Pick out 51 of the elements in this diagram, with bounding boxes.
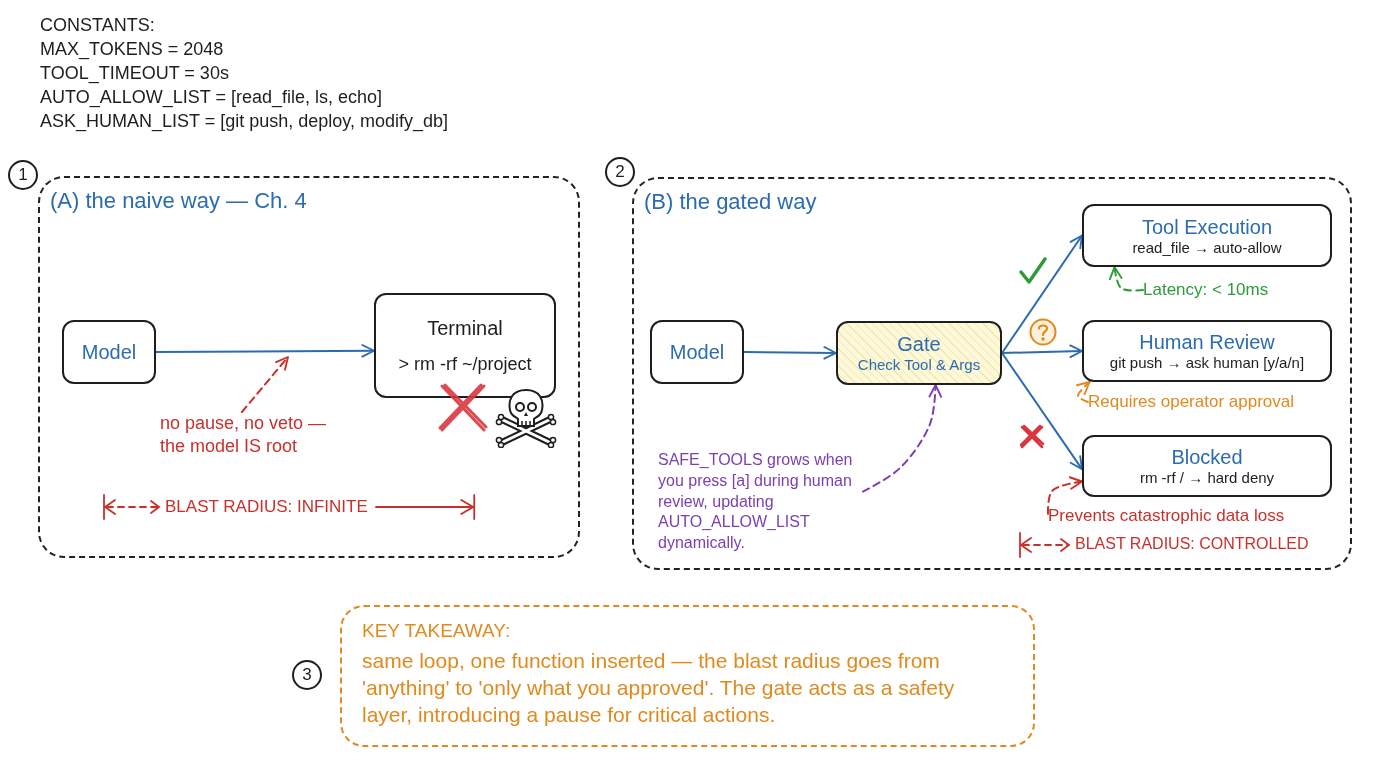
constant-definition: MAX_TOKENS = 2048	[40, 38, 224, 62]
dashed-arrow	[1046, 476, 1083, 515]
box-title: Terminal	[427, 315, 503, 340]
box-title: Blocked	[1171, 445, 1243, 469]
arrow	[155, 344, 375, 358]
panel-title: (B) the gated way	[644, 189, 817, 216]
dashed-arrow	[1075, 381, 1091, 404]
process-box	[1082, 320, 1332, 382]
arrow	[1001, 352, 1083, 471]
box-label: Model	[669, 340, 725, 364]
command-text: git push → ask human [y/a/n]	[1109, 354, 1305, 372]
dashed-arrow	[1109, 266, 1144, 292]
arrow	[743, 346, 837, 360]
dashed-panel	[632, 177, 1352, 570]
box-label: Model	[81, 340, 137, 364]
annotation: SAFE_TOOLS grows when you press [a] during human review, updating AUTO_ALLOW_LIST dynamically.	[658, 450, 863, 554]
takeaway-box	[340, 605, 1035, 747]
callout-number: 3	[292, 660, 322, 690]
command-text: read_file → auto-allow	[1132, 238, 1282, 257]
takeaway-text: same loop, one function inserted — the blast radius goes from 'anything' to 'only what you approved'. The gate acts as a safety layer, introducing a pause for critical actions.	[362, 647, 956, 729]
process-box	[650, 320, 744, 384]
constants-heading: CONSTANTS:	[40, 14, 155, 37]
constant-definition: ASK_HUMAN_LIST = [git push, deploy, modify_db]	[40, 110, 449, 134]
box-title: Gate	[897, 332, 941, 356]
command-text: rm -rf / → hard deny	[1139, 469, 1275, 487]
box-subtitle: Check Tool & Args	[857, 356, 981, 374]
annotation: Latency: < 10ms	[1143, 279, 1269, 302]
process-box	[62, 320, 156, 384]
takeaway-heading: KEY TAKEAWAY:	[362, 619, 512, 643]
annotation: Prevents catastrophic data loss	[1048, 505, 1285, 528]
command-text: > rm -rf ~/project	[398, 353, 532, 376]
annotation: no pause, no veto — the model IS root	[160, 412, 342, 459]
process-box	[1082, 204, 1332, 267]
arrow	[1001, 234, 1083, 354]
dimension-label: BLAST RADIUS: INFINITE	[165, 496, 368, 518]
dashed-panel	[38, 176, 580, 558]
callout-number: 1	[8, 160, 38, 190]
constant-definition: TOOL_TIMEOUT = 30s	[40, 62, 229, 86]
panel-title: (A) the naive way — Ch. 4	[50, 188, 307, 215]
box-title: Tool Execution	[1141, 214, 1273, 239]
dashed-arrow	[862, 384, 943, 493]
process-box	[1082, 435, 1332, 497]
gate-box	[836, 321, 1002, 385]
terminal-box	[374, 293, 556, 398]
annotation: Requires operator approval	[1088, 391, 1294, 414]
box-title: Human Review	[1139, 330, 1275, 354]
arrow	[1001, 344, 1083, 359]
dashed-arrow	[240, 356, 289, 413]
callout-number: 2	[605, 157, 635, 187]
dimension-label: BLAST RADIUS: CONTROLLED	[1075, 534, 1309, 554]
constant-definition: AUTO_ALLOW_LIST = [read_file, ls, echo]	[40, 86, 382, 110]
